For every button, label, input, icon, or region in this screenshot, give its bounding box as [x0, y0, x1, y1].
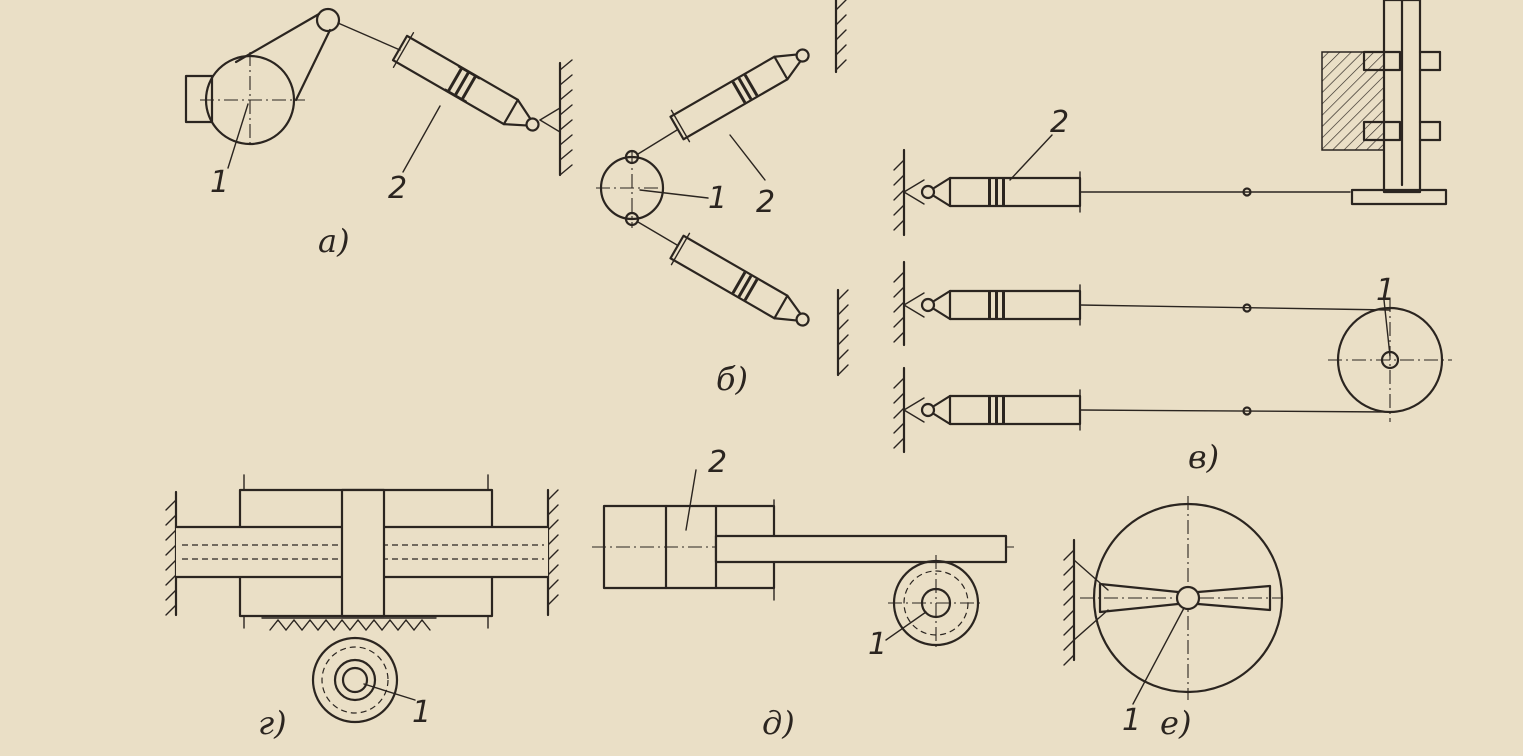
scheme-v: 2 1 в): [893, 0, 1452, 476]
leader-d-1: [885, 611, 927, 641]
wall-a: [539, 59, 573, 177]
slide-bracket-v: [1321, 0, 1448, 206]
cylinder-v-bottom: [893, 366, 1391, 454]
leader-g-1: [363, 683, 416, 701]
leader-e-1: [1132, 607, 1185, 705]
lower-cylinder-b: [669, 232, 810, 327]
rack-g: [261, 617, 437, 632]
leaders-a: [227, 103, 441, 173]
scheme-b: 1 2 б): [596, 0, 849, 398]
caption-b: б): [716, 360, 748, 398]
cylinder-v-top: [893, 148, 1351, 237]
label-v-1: 1: [1376, 273, 1395, 308]
label-a-1: 1: [210, 165, 229, 200]
label-b-2: 2: [756, 185, 775, 220]
wall-b: [834, 0, 849, 377]
gear-g: [311, 636, 399, 724]
label-a-2: 2: [388, 171, 407, 206]
linkage-a: [234, 7, 401, 102]
label-b-1: 1: [708, 181, 727, 216]
cylinder-v-mid: [893, 260, 1391, 347]
pulley-v: [1328, 298, 1452, 422]
double-cylinder-g: [174, 474, 550, 629]
caption-e: е): [1160, 704, 1191, 742]
scheme-g: 1 г): [165, 474, 559, 742]
caption-v: в): [1188, 438, 1219, 476]
caption-g: г): [258, 704, 287, 742]
cylinder-d: [592, 469, 1018, 601]
disc-e: [1080, 496, 1284, 700]
wheel-a: [184, 52, 305, 148]
upper-cylinder-b: [669, 48, 810, 143]
label-d-2: 2: [708, 445, 727, 480]
caption-a: а): [318, 222, 350, 260]
scheme-e: 1 е): [1063, 496, 1284, 742]
scheme-d: 2 1 д): [592, 445, 1018, 742]
leaders-b: [639, 134, 766, 199]
label-g-1: 1: [412, 695, 431, 730]
wheel-b: [596, 149, 668, 228]
leader-v-2: [1009, 134, 1053, 181]
caption-d: д): [762, 704, 795, 742]
label-d-1: 1: [868, 627, 887, 662]
label-e-1: 1: [1122, 703, 1141, 738]
gear-d: [888, 555, 984, 650]
label-v-2: 2: [1050, 105, 1069, 140]
scheme-a: 1 2 а): [184, 7, 573, 260]
rods-b: [637, 129, 678, 246]
cylinder-a: [391, 31, 540, 132]
